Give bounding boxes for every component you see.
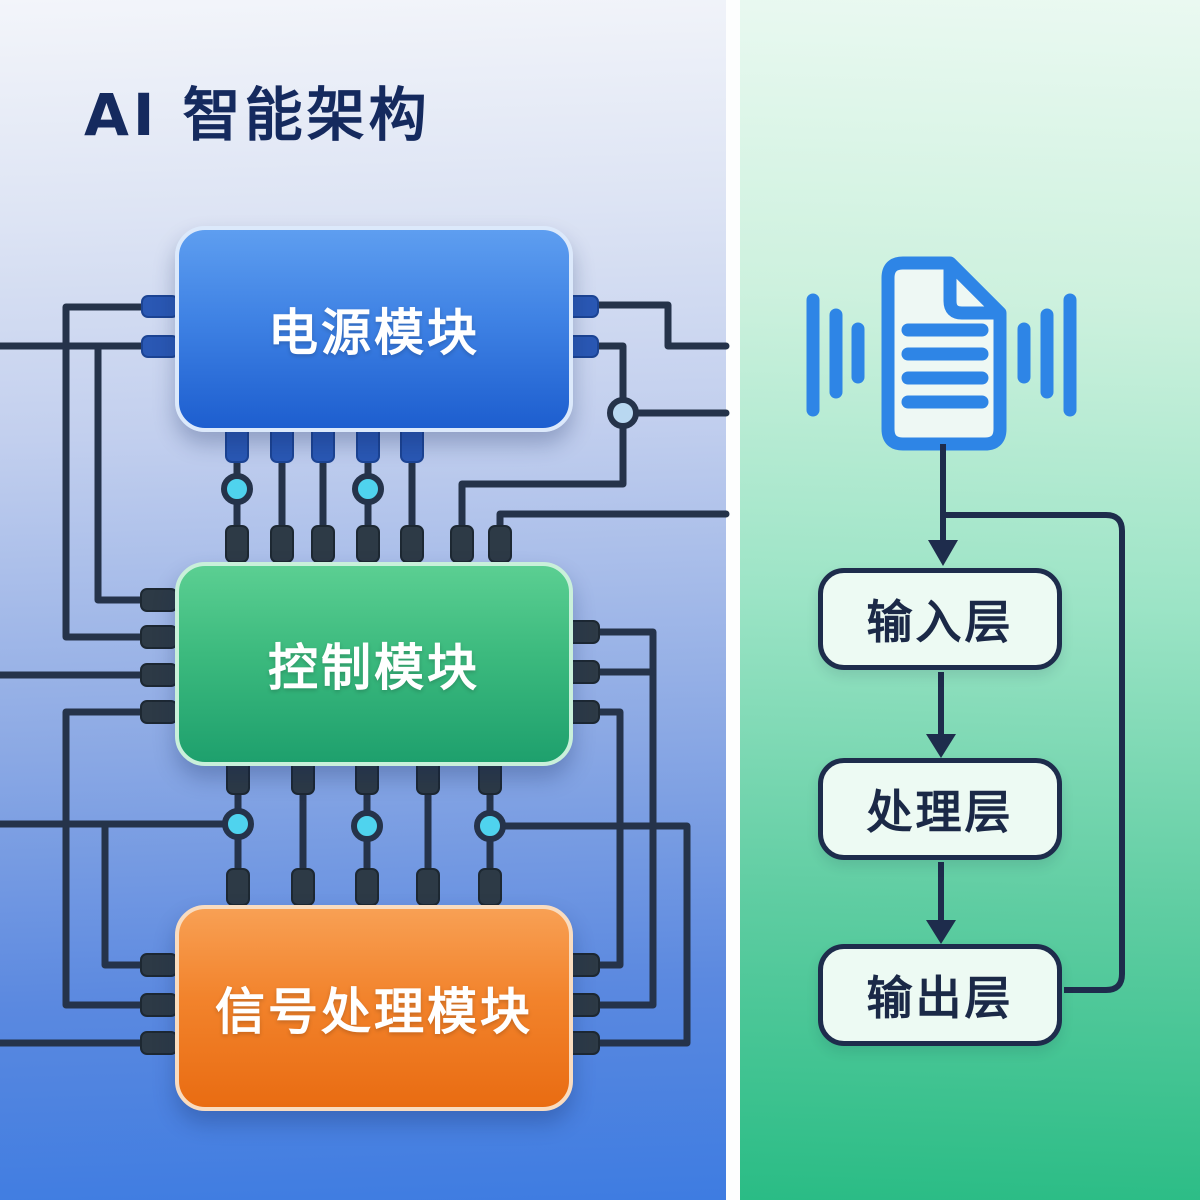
module-signal-label: 信号处理模块 (215, 983, 533, 1041)
pin (478, 868, 502, 906)
module-control-label: 控制模块 (268, 639, 480, 697)
pin (488, 525, 512, 563)
pin (140, 1031, 178, 1055)
pin (450, 525, 474, 563)
layer-input: 输入层 (818, 568, 1062, 670)
module-control: 控制模块 (175, 562, 573, 766)
junction-node (351, 810, 383, 842)
panel-divider (726, 0, 740, 1200)
junction-node (352, 473, 384, 505)
circuit-wires (0, 301, 730, 1047)
junction-node (221, 473, 253, 505)
pin (141, 295, 179, 318)
pin (225, 525, 249, 563)
pin (140, 663, 178, 687)
pin (140, 625, 178, 649)
pin (270, 525, 294, 563)
junction-node (607, 397, 639, 429)
page-title: AI 智能架构 (84, 81, 431, 149)
arrow-down-icon (926, 920, 956, 944)
pin (226, 868, 250, 906)
pin (140, 993, 178, 1017)
junction-node (222, 808, 254, 840)
document-sound-wave-icon (806, 256, 1077, 451)
module-signal: 信号处理模块 (175, 905, 573, 1111)
layer-input-label: 输入层 (866, 595, 1014, 649)
module-power: 电源模块 (175, 226, 573, 432)
sound-wave-right-icon (1017, 293, 1077, 417)
arrow-down-icon (926, 734, 956, 758)
junction-node (474, 810, 506, 842)
pin (416, 868, 440, 906)
layer-process-label: 处理层 (866, 785, 1014, 839)
pin (140, 700, 178, 724)
flow-connectors (926, 444, 1125, 993)
pin (140, 953, 178, 977)
document-icon (881, 256, 1007, 451)
pin (400, 525, 424, 563)
pin (311, 525, 335, 563)
pin (355, 868, 379, 906)
layer-output: 输出层 (818, 944, 1062, 1046)
sound-wave-left-icon (806, 293, 865, 417)
layer-process: 处理层 (818, 758, 1062, 860)
pin (356, 525, 380, 563)
pin (140, 588, 178, 612)
arrow-down-icon (928, 540, 958, 566)
junction-nodes (221, 397, 639, 842)
pin (141, 335, 179, 358)
feedback-loop-line (943, 512, 1125, 993)
layer-output-label: 输出层 (866, 971, 1014, 1025)
module-power-label: 电源模块 (268, 304, 480, 362)
pin (291, 868, 315, 906)
